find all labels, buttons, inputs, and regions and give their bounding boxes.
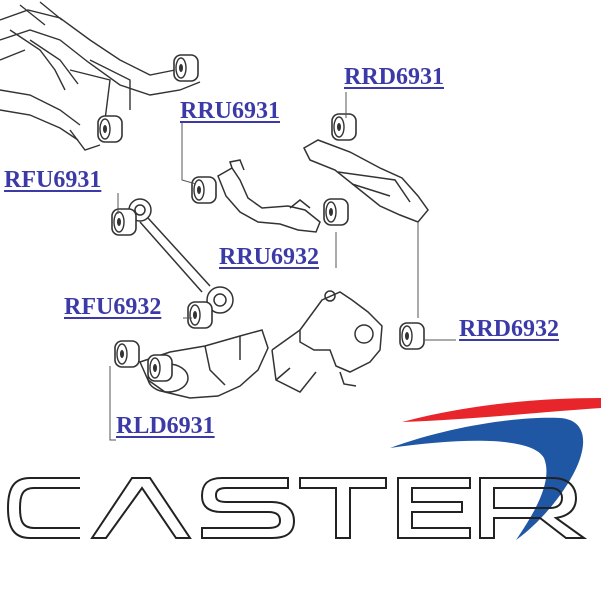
bushing-rru6931: [191, 176, 217, 204]
bushing-rfu6932: [187, 301, 213, 329]
part-label-rld6931[interactable]: RLD6931: [116, 413, 215, 439]
part-label-rrd6931[interactable]: RRD6931: [344, 64, 444, 90]
part-label-rru6932[interactable]: RRU6932: [219, 244, 319, 270]
leader-rru6931: [181, 122, 197, 185]
bushing-rld6931-b: [147, 354, 173, 382]
bushing-rrd6931: [331, 113, 357, 141]
rear-lower-arm: [303, 139, 429, 223]
caster-wordmark: [6, 477, 588, 539]
bushing-rfu6931: [111, 208, 137, 236]
subframe: [0, 1, 201, 151]
part-label-rfu6931[interactable]: RFU6931: [4, 167, 102, 193]
wheel-knuckle: [271, 290, 383, 393]
upper-control-arm: [217, 159, 321, 233]
leader-lines: [109, 92, 456, 441]
swoosh-blue: [390, 417, 584, 540]
leader-rld6931: [109, 366, 116, 441]
bushing-rld6931-a: [114, 340, 140, 368]
leader-rrd6932: [417, 222, 456, 341]
bushing-rrd6932: [399, 322, 425, 350]
trailing-link: [128, 198, 234, 314]
part-label-rru6931[interactable]: RRU6931: [180, 98, 280, 124]
subframe-bushing-upper: [173, 54, 199, 82]
part-label-rrd6932[interactable]: RRD6932: [459, 316, 559, 342]
logo-swoosh: [390, 398, 601, 540]
part-label-rfu6932[interactable]: RFU6932: [64, 294, 162, 320]
subframe-bushing-lower: [97, 115, 123, 143]
bushing-rru6932: [323, 198, 349, 226]
swoosh-red: [402, 398, 601, 422]
